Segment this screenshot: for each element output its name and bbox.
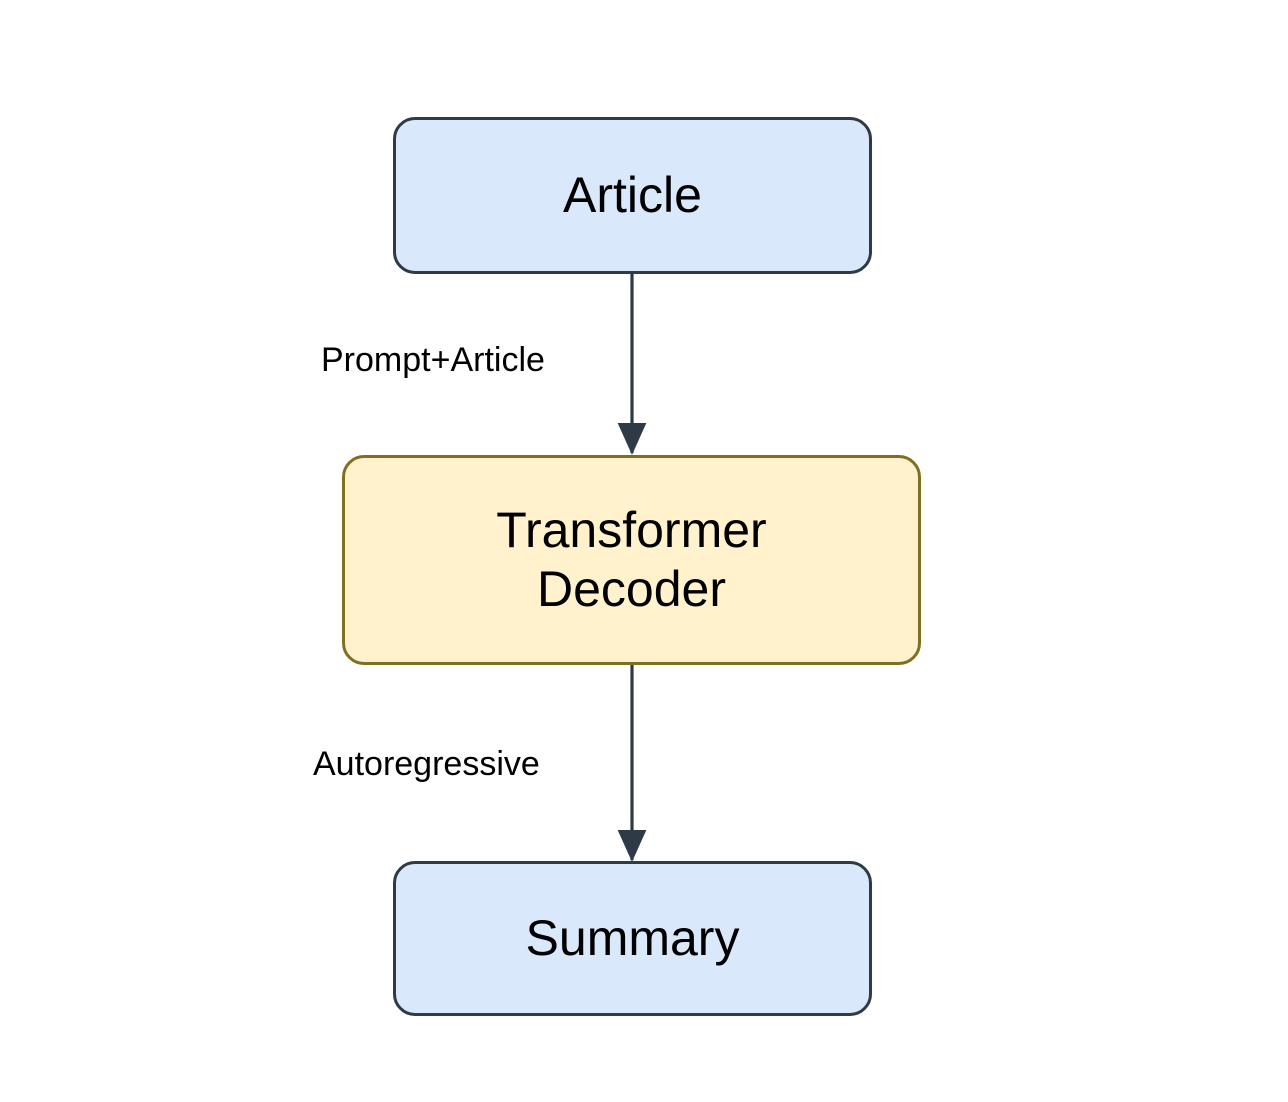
edge-label-prompt-article: Prompt+Article xyxy=(321,341,545,379)
node-transformer-decoder[interactable]: Transformer Decoder xyxy=(342,455,921,665)
node-summary-label: Summary xyxy=(525,910,740,966)
node-summary[interactable]: Summary xyxy=(393,861,872,1016)
node-article-label: Article xyxy=(563,167,702,223)
node-transformer-decoder-label: Transformer Decoder xyxy=(496,502,767,617)
edge-label-autoregressive: Autoregressive xyxy=(313,745,540,783)
node-article[interactable]: Article xyxy=(393,117,872,274)
